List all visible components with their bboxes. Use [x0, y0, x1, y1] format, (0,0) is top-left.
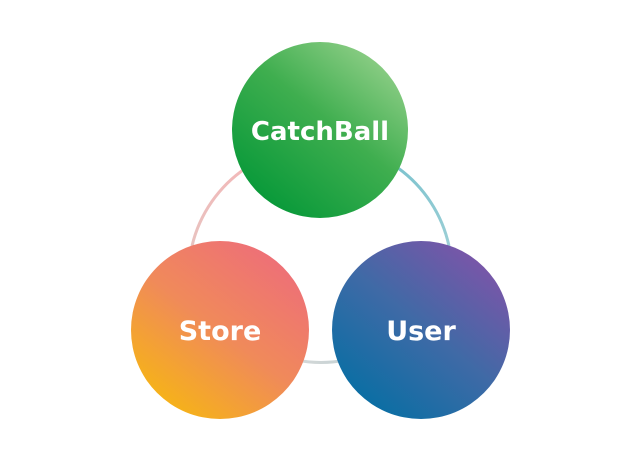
node-store: Store [131, 241, 309, 419]
connector-arc-left [190, 166, 247, 247]
node-user-label: User [386, 316, 456, 347]
node-store-circle [131, 241, 309, 419]
node-catchball: CatchBall [232, 42, 408, 218]
node-user: User [332, 241, 510, 419]
node-store-label: Store [179, 316, 262, 347]
node-user-circle [332, 241, 510, 419]
connector-arc-right [397, 166, 451, 247]
node-catchball-circle [232, 42, 408, 218]
node-catchball-label: CatchBall [251, 117, 389, 147]
